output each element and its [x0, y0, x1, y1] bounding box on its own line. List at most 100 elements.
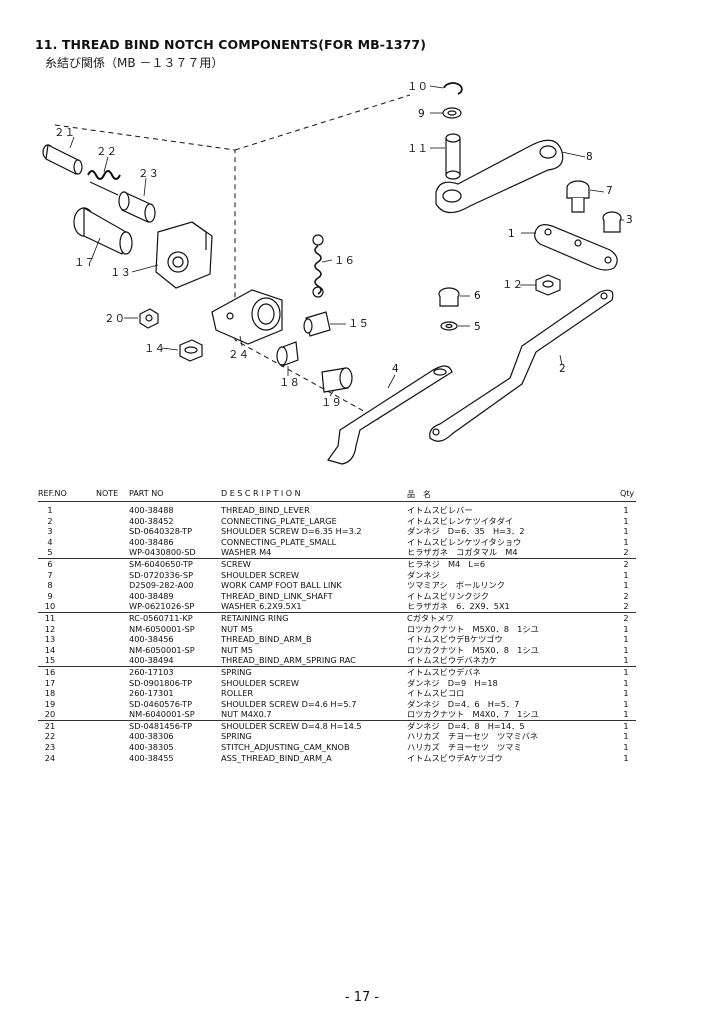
- ref-cell: 15: [44, 655, 56, 666]
- callout-11: １１: [407, 143, 428, 155]
- header-qty: Qty: [620, 489, 635, 498]
- part-no-cell: WP-0430800-SD: [129, 547, 196, 558]
- ref-cell: 16: [44, 666, 56, 677]
- ref-cell: 22: [44, 731, 56, 742]
- qty-cell: 1: [623, 655, 629, 666]
- ref-cell: 12: [44, 623, 56, 634]
- part-no-cell: 400-38489: [129, 590, 174, 601]
- callout-12: １２: [502, 279, 523, 291]
- part-4-connecting-plate-small: [327, 365, 453, 465]
- japanese-name-cell: イトムスビリンクジク: [407, 590, 489, 601]
- dashed-projection-frame: [54, 124, 381, 421]
- callout-5: 5: [474, 321, 481, 333]
- part-11-link-shaft: [445, 133, 461, 180]
- header-divider: [38, 501, 636, 502]
- japanese-name-cell: ロツカクナツト M5X0．8 1シユ: [407, 644, 539, 655]
- japanese-name-cell: ロツカクナツト M5X0．8 1シユ: [407, 623, 539, 634]
- japanese-name-cell: ハリカズ チヨーセツ ツマミ: [407, 742, 522, 753]
- part-no-cell: SD-0720336-SP: [129, 569, 194, 580]
- callout-21: ２１: [54, 127, 75, 139]
- part-20-nut: [139, 308, 159, 329]
- ref-cell: 6: [47, 558, 53, 569]
- part-22-spring: [87, 170, 121, 196]
- part-21-shoulder-screw: [42, 144, 83, 175]
- ref-cell: 13: [44, 634, 56, 645]
- callout-9: 9: [418, 108, 425, 120]
- callout-23: ２３: [138, 168, 159, 180]
- qty-cell: 1: [623, 731, 629, 742]
- japanese-name-cell: イトムスビウデバネカケ: [407, 655, 498, 666]
- ref-cell: 20: [44, 709, 56, 720]
- qty-cell: 1: [623, 536, 629, 547]
- part-no-cell: NM-6040001-SP: [129, 709, 195, 720]
- part-no-cell: 400-38486: [129, 536, 174, 547]
- part-no-cell: 400-38455: [129, 752, 174, 763]
- description-cell: RETAINING RING: [221, 612, 289, 623]
- description-cell: THREAD_BIND_LEVER: [221, 505, 310, 515]
- qty-cell: 1: [623, 698, 629, 709]
- header-ref-no: REF.NO: [38, 489, 67, 498]
- description-cell: WASHER M4: [221, 547, 272, 558]
- callout-10: １０: [407, 81, 428, 93]
- description-cell: SPRING: [221, 731, 252, 742]
- part-no-cell: SD-0460576-TP: [129, 698, 193, 709]
- part-7-shoulder-screw: [566, 180, 590, 213]
- part-14-nut: [179, 339, 203, 362]
- ref-cell: 7: [47, 569, 53, 580]
- part-3-shoulder-screw: [602, 211, 622, 233]
- qty-cell: 1: [623, 623, 629, 634]
- qty-cell: 1: [623, 688, 629, 699]
- part-24-arm-a: [211, 289, 283, 345]
- qty-cell: 1: [623, 580, 629, 591]
- part-no-cell: 260-17301: [129, 688, 174, 699]
- qty-cell: 2: [623, 601, 629, 612]
- japanese-name-cell: ロツカクナツト M4X0．7 1シユ: [407, 709, 539, 720]
- description-cell: STITCH_ADJUSTING_CAM_KNOB: [221, 742, 350, 753]
- page-subtitle: 糸結び関係（MB －１３７７用）: [45, 56, 224, 70]
- description-cell: WASHER 6.2X9.5X1: [221, 601, 302, 612]
- description-cell: WORK CAMP FOOT BALL LINK: [221, 580, 342, 591]
- part-1-thread-bind-lever: [534, 224, 618, 271]
- part-18-roller: [276, 341, 299, 367]
- qty-cell: 1: [623, 515, 629, 526]
- description-cell: THREAD_BIND_LINK_SHAFT: [221, 590, 333, 601]
- ref-cell: 2: [47, 515, 53, 526]
- description-cell: SCREW: [221, 558, 251, 569]
- qty-cell: 1: [623, 634, 629, 645]
- part-6-screw: [438, 287, 460, 307]
- qty-cell: 1: [623, 526, 629, 537]
- callout-6: 6: [474, 290, 481, 302]
- part-no-cell: 400-38452: [129, 515, 174, 526]
- part-no-cell: WP-0621026-SP: [129, 601, 195, 612]
- qty-cell: 1: [623, 709, 629, 720]
- part-no-cell: 400-38488: [129, 505, 174, 515]
- callout-16: １６: [334, 255, 355, 267]
- japanese-name-cell: ダンネジ D=4．8 H=14．5: [407, 720, 525, 731]
- japanese-name-cell: イトムスビウデバネ: [407, 666, 481, 677]
- qty-cell: 1: [623, 505, 629, 515]
- ref-cell: 14: [44, 644, 56, 655]
- ref-cell: 8: [47, 580, 53, 591]
- part-16-spring: [312, 234, 324, 298]
- description-cell: NUT M5: [221, 644, 253, 655]
- part-no-cell: SM-6040650-TP: [129, 558, 193, 569]
- header-japanese-name: 品 名: [407, 490, 431, 499]
- part-no-cell: 400-38494: [129, 655, 174, 666]
- qty-cell: 1: [623, 569, 629, 580]
- exploded-parts-diagram: １０ 9 １１ 8 7 3 1 １２ 6 5 4 2 ２１ ２２ ２３ １７ １…: [42, 81, 633, 465]
- description-cell: CONNECTING_PLATE_SMALL: [221, 536, 337, 547]
